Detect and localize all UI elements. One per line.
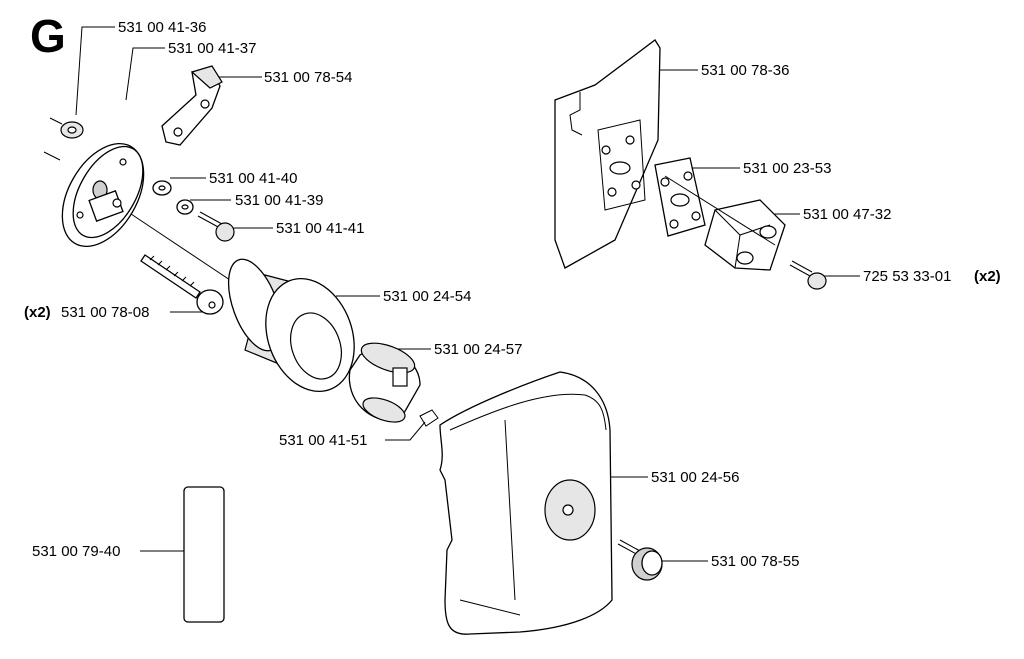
starter-assembly [43,65,439,427]
part-label: 531 00 41-40 [209,170,297,187]
housing-cover [439,371,663,635]
part-label: 531 00 78-55 [711,553,799,570]
part-label: 531 00 24-54 [383,288,471,305]
knob-icon [617,539,663,581]
part-qty: (x2) [974,268,1001,285]
part-label: 531 00 41-51 [279,432,367,449]
muffler-block [664,175,786,271]
screw-icon [789,260,827,290]
pawl-part [161,65,223,146]
part-label: 531 00 78-08 [61,304,149,321]
gasket-part [654,157,706,237]
part-label: 725 53 33-01 [863,268,951,285]
part-label: 531 00 24-56 [651,469,739,486]
clip-icon [419,409,439,427]
part-label: 531 00 41-36 [118,19,206,36]
cylinder-part [227,258,355,393]
part-label: 531 00 24-57 [434,341,522,358]
part-label: 531 00 78-54 [264,69,352,86]
part-labels: 531 00 41-36 531 00 41-37 531 00 78-54 5… [24,19,1001,570]
section-letter: G [30,10,66,62]
right-assembly [554,39,827,290]
part-label: 531 00 47-32 [803,206,891,223]
part-label: 531 00 23-53 [743,160,831,177]
part-qty: (x2) [24,304,51,321]
screw-icon [197,211,235,242]
pulley-disc [61,142,145,248]
part-label: 531 00 41-39 [235,192,323,209]
part-label: 531 00 41-41 [276,220,364,237]
part-label: 531 00 78-36 [701,62,789,79]
sleeve-part [348,342,421,423]
part-label: 531 00 79-40 [32,543,120,560]
filter-pad [183,486,225,623]
bolt-icon [140,254,224,315]
part-label: 531 00 41-37 [168,40,256,57]
